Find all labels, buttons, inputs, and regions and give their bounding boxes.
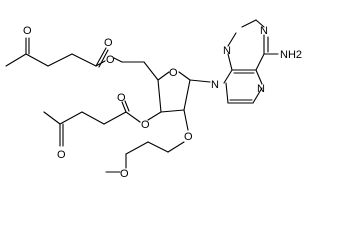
- top-ester-carbonyl-oxygen-label: O: [104, 37, 113, 49]
- left-ester-chain: [43, 100, 162, 147]
- adenine-base: [189, 19, 279, 104]
- molecule-drawing: O O O O N N N N NH2 O O O O O: [5, 19, 302, 180]
- amine-label: NH2: [280, 49, 302, 61]
- left-ester-ether-oxygen-label: O: [141, 119, 150, 131]
- left-ester-carbonyl-oxygen-label: O: [117, 92, 126, 104]
- top-ester-chain: [5, 37, 145, 68]
- left-ketone-oxygen-label: O: [57, 149, 66, 161]
- top-ester-ether-oxygen-label: O: [106, 54, 115, 66]
- n3-label: N: [223, 45, 231, 57]
- two-prime-oxygen-label: O: [184, 131, 193, 143]
- n9-label: N: [211, 79, 219, 91]
- n7-label: N: [257, 83, 265, 95]
- chemical-structure: O O O O N N N N NH2 O O O O O: [5, 19, 303, 180]
- methoxyethyl-chain: [105, 109, 189, 173]
- top-ketone-oxygen-label: O: [23, 25, 32, 37]
- ring-oxygen-label: O: [169, 67, 178, 79]
- furanose-ring: [143, 61, 191, 113]
- n1-label: N: [260, 25, 268, 37]
- methoxy-oxygen-label: O: [120, 168, 129, 180]
